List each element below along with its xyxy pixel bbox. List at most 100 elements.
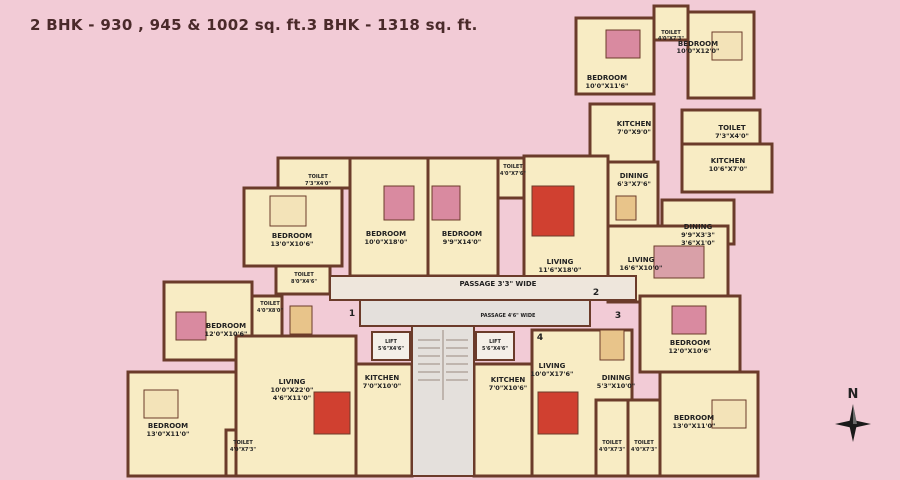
marker: 3 — [615, 311, 621, 321]
room-name: DINING — [602, 374, 631, 382]
room-dimension: 16'6"X10'0" — [620, 264, 663, 272]
room-dimension: 7'3"X4'0" — [305, 181, 331, 187]
room-name: TOILET — [634, 440, 654, 446]
rug-icon — [537, 391, 579, 435]
room-name: TOILET — [260, 301, 280, 307]
rug-icon — [653, 245, 705, 279]
room-name: TOILET — [718, 124, 746, 132]
room-name: BEDROOM — [670, 339, 710, 347]
room-dimension: 12'0"X10'6" — [205, 330, 248, 338]
room-name: BEDROOM — [366, 230, 406, 238]
bed-icon — [671, 305, 707, 335]
room-dimension: 10'0"X22'0" — [271, 386, 314, 394]
room-name: TOILET — [661, 30, 681, 36]
room-toilet-lower-mid — [594, 398, 630, 478]
room-dimension: 13'0"X10'6" — [271, 240, 314, 248]
bed-icon — [269, 195, 307, 227]
passage-lobby-label: PASSAGE 4'6" WIDE — [481, 313, 537, 319]
room-dimension: 10'0"X12'0" — [677, 47, 720, 55]
bed-icon — [711, 31, 743, 61]
room-name: LIFT — [489, 339, 501, 345]
room-dimension: 4'0"X7'3" — [658, 36, 684, 42]
room-name: KITCHEN — [491, 376, 526, 384]
room-dimension: 10'0"X17'6" — [531, 370, 574, 378]
room-name: TOILET — [503, 164, 523, 170]
bed-icon — [383, 185, 415, 221]
dining-table-icon — [615, 195, 637, 221]
dining-table-icon — [599, 329, 625, 361]
bed-icon — [431, 185, 461, 221]
room-dimension: 7'0"X10'6" — [489, 384, 527, 392]
passage-label: PASSAGE 3'3" WIDE — [460, 280, 537, 288]
room-name: BEDROOM — [442, 230, 482, 238]
bed-icon — [175, 311, 207, 341]
passage-main — [329, 275, 637, 301]
room-dimension: 7'0"X10'0" — [363, 382, 401, 390]
room-kitchen-right — [680, 142, 774, 194]
rug-icon — [313, 391, 351, 435]
room-dimension: 5'6"X4'6" — [482, 346, 508, 352]
passage-lobby — [359, 299, 591, 327]
stair-steps — [418, 330, 468, 400]
room-name: BEDROOM — [587, 74, 627, 82]
room-dimension: 11'6"X18'0" — [539, 266, 582, 274]
room-toilet-top — [652, 4, 690, 42]
room-floors — [126, 4, 774, 478]
dining-table-icon — [289, 305, 313, 335]
room-name: TOILET — [602, 440, 622, 446]
room-name: LIVING — [539, 362, 566, 370]
room-dimension: 13'0"X11'0" — [147, 430, 190, 438]
room-name: DINING — [620, 172, 649, 180]
marker: 2 — [593, 288, 599, 298]
marker: 1 — [349, 309, 355, 319]
position-markers: 1 2 3 4 — [349, 288, 621, 343]
room-name: TOILET — [294, 272, 314, 278]
room-name: BEDROOM — [206, 322, 246, 330]
room-dimension: 4'0"X7'3" — [599, 447, 625, 453]
lift-left — [371, 331, 411, 361]
plan-heading: 2 BHK - 930 , 945 & 1002 sq. ft.3 BHK - … — [30, 16, 478, 34]
room-name: TOILET — [233, 440, 253, 446]
room-dimension: 10'0"X11'6" — [586, 82, 629, 90]
room-dimension: 4'0"X7'3" — [631, 447, 657, 453]
room-dimension: 7'0"X9'0" — [617, 128, 651, 136]
room-kitchen-top — [588, 102, 656, 164]
room-dimension: 13'0"X11'0" — [673, 422, 716, 430]
furniture — [143, 29, 747, 435]
room-toilet-upper-left — [276, 156, 352, 190]
room-dimension: 4'0"X7'6" — [500, 171, 526, 177]
room-labels: BEDROOM 10'0"X11'6" TOILET 4'0"X7'3" BED… — [147, 30, 749, 453]
room-dimension-secondary: 4'6"X11'0" — [273, 394, 311, 402]
room-name: BEDROOM — [674, 414, 714, 422]
compass-north-label: N — [848, 387, 859, 402]
compass-rose-icon — [835, 404, 871, 442]
room-dimension: 5'6"X4'6" — [378, 346, 404, 352]
room-name: BEDROOM — [272, 232, 312, 240]
room-dimension: 7'3"X4'0" — [715, 132, 749, 140]
rug-icon — [531, 185, 575, 237]
bed-icon — [711, 399, 747, 429]
marker: 4 — [537, 333, 543, 343]
room-name: LIVING — [279, 378, 306, 386]
room-dimension: 4'0"X7'3" — [230, 447, 256, 453]
lift-right — [475, 331, 515, 361]
common-areas — [329, 275, 637, 477]
room-toilet-lower-mid-2 — [626, 398, 662, 478]
room-dimension: 6'3"X7'6" — [617, 180, 651, 188]
room-toilet-left — [250, 294, 284, 338]
room-dimension: 5'3"X10'0" — [597, 382, 635, 390]
room-dimension: 9'9"X14'0" — [443, 238, 481, 246]
room-dimension: 9'9"X3'3" — [681, 231, 715, 239]
north-compass: N — [835, 387, 871, 442]
room-name: LIVING — [547, 258, 574, 266]
bed-icon — [143, 389, 179, 419]
room-name: KITCHEN — [711, 157, 746, 165]
room-name: LIFT — [385, 339, 397, 345]
room-dimension: 10'0"X18'0" — [365, 238, 408, 246]
room-name: LIVING — [628, 256, 655, 264]
room-name: KITCHEN — [617, 120, 652, 128]
room-dimension: 10'6"X7'0" — [709, 165, 747, 173]
room-name: BEDROOM — [148, 422, 188, 430]
room-dimension: 12'0"X10'6" — [669, 347, 712, 355]
